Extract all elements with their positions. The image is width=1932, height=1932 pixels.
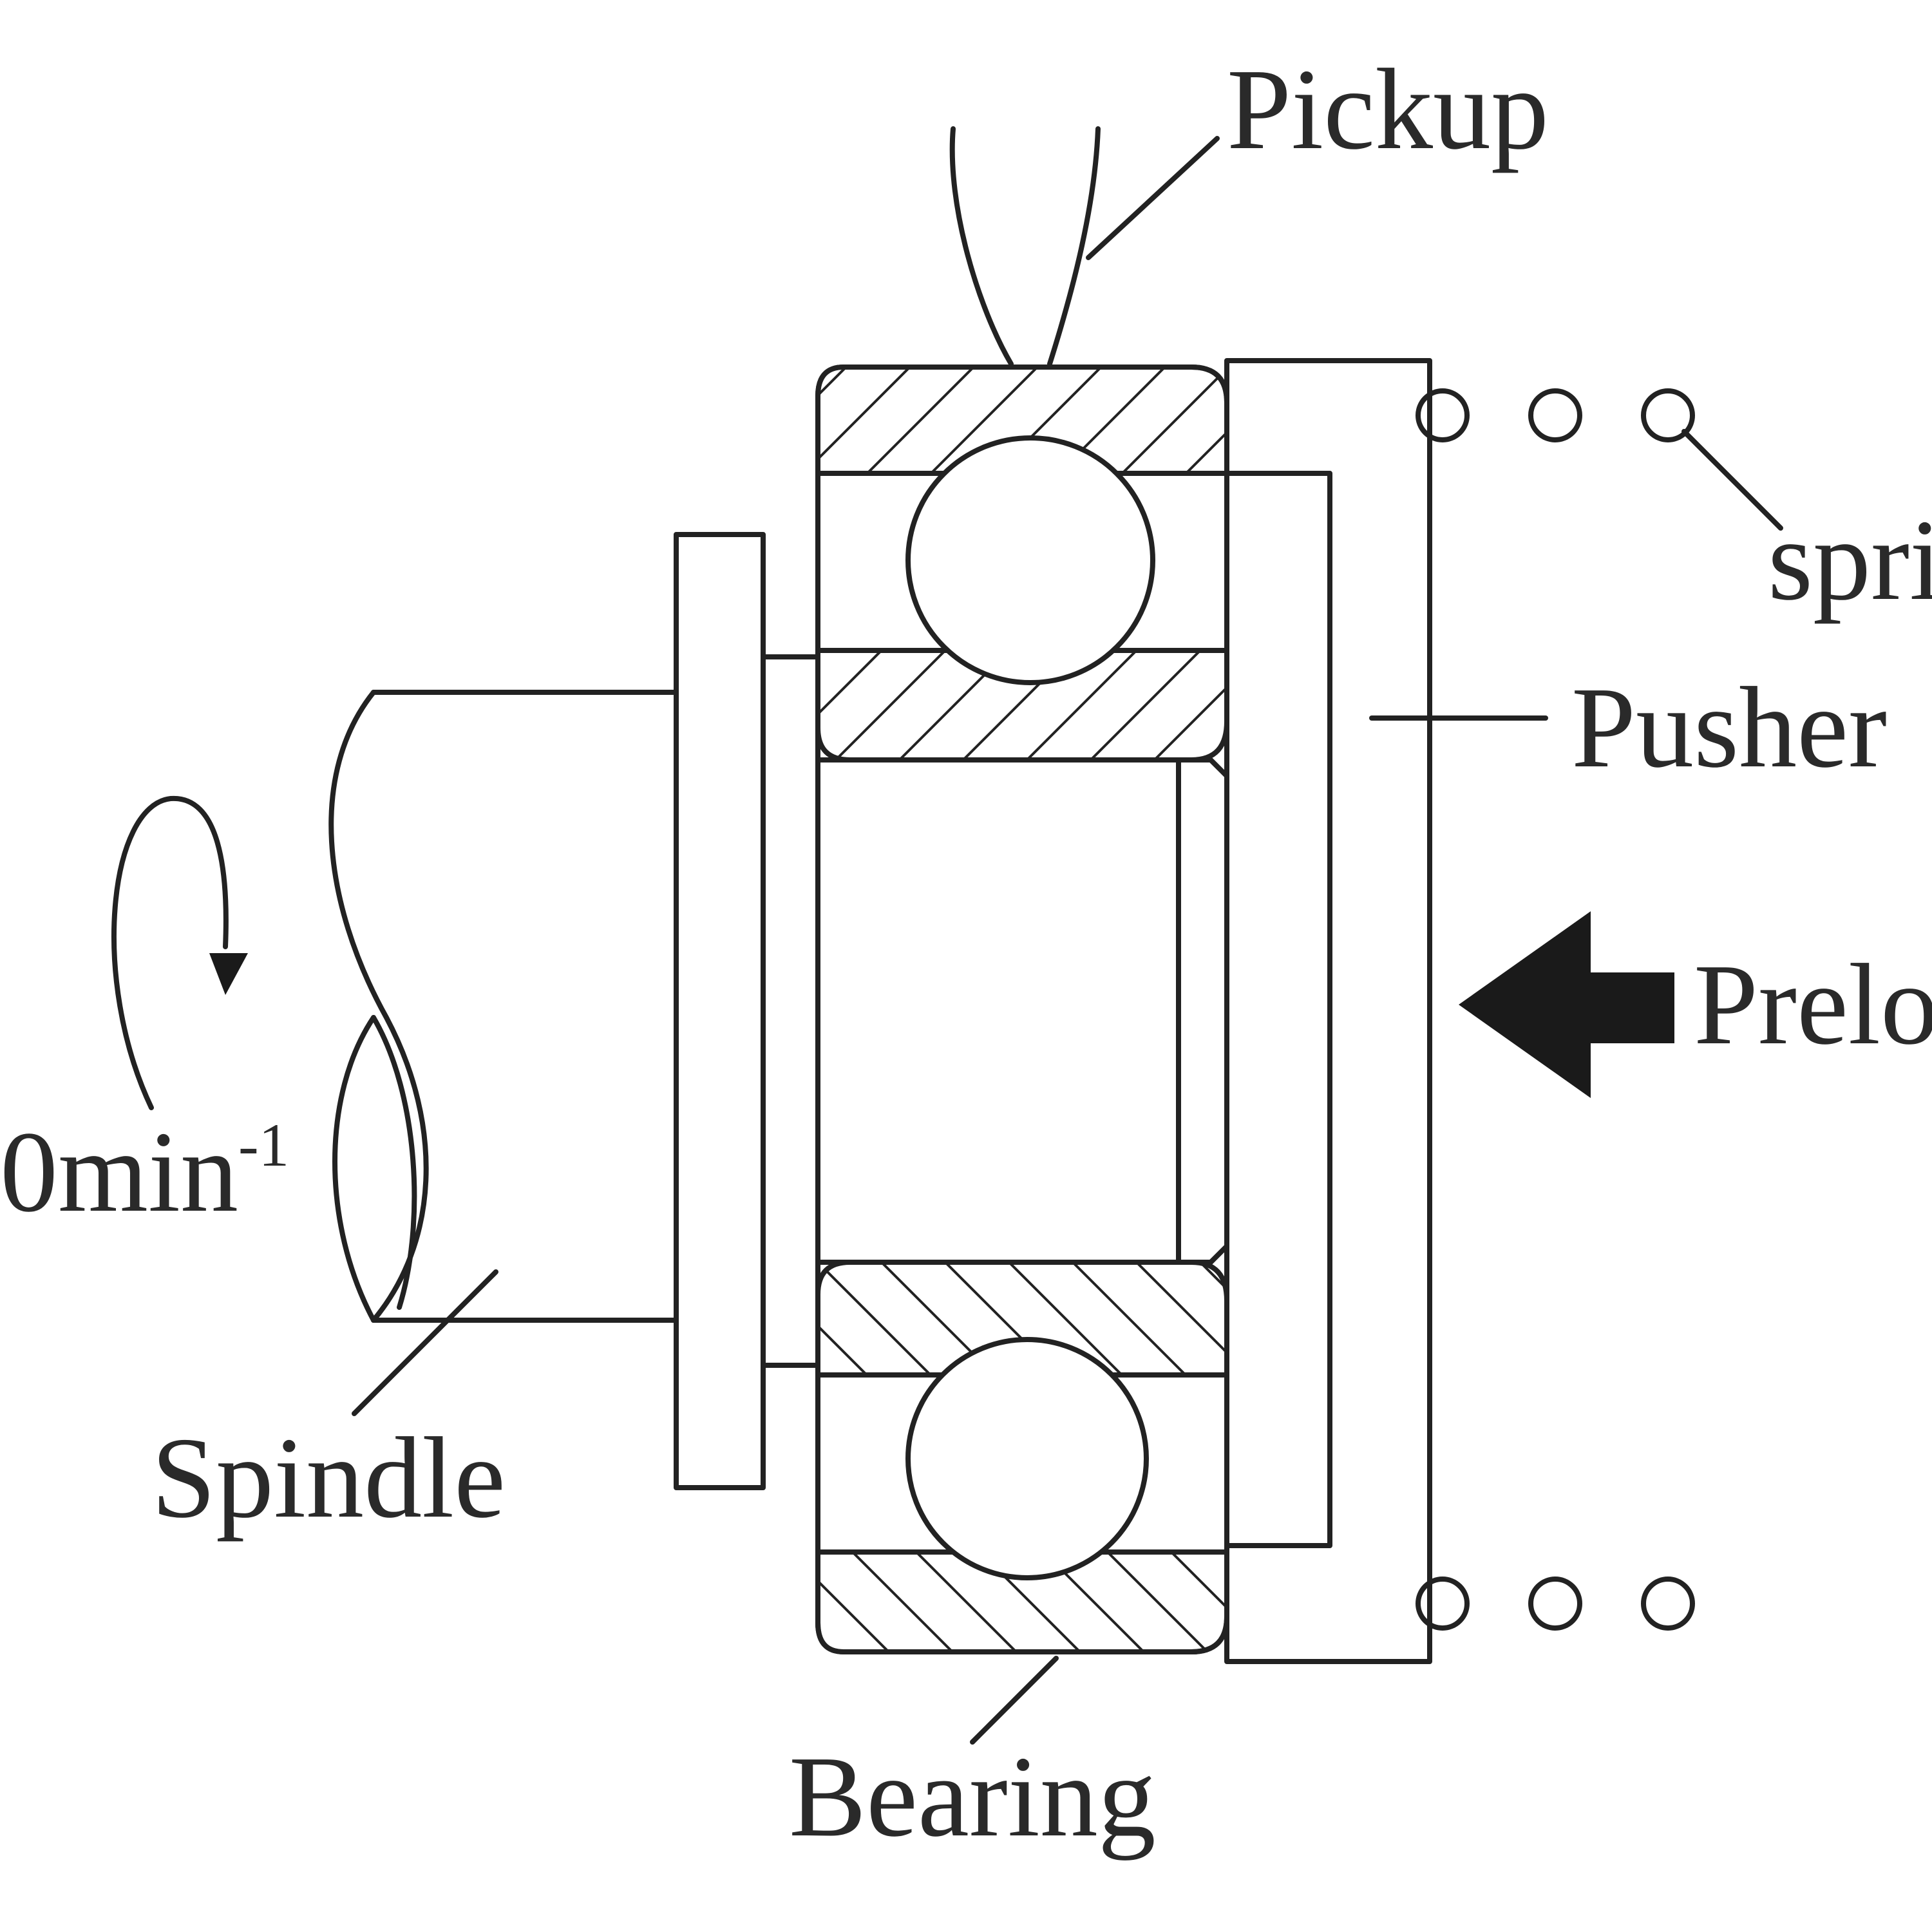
spring-coils bbox=[1416, 388, 1783, 1631]
spindle bbox=[328, 690, 679, 1323]
pusher-label: Pusher bbox=[1571, 663, 1887, 791]
ball-top bbox=[905, 435, 1155, 685]
rotation-arrow-icon bbox=[111, 795, 248, 1110]
spindle-flange bbox=[674, 532, 820, 1490]
bearing-bore bbox=[815, 757, 1181, 1265]
bearing-label: Bearing bbox=[789, 1732, 1156, 1861]
bearing bbox=[815, 365, 1242, 1654]
speed-value: 0min bbox=[0, 1108, 238, 1236]
pusher bbox=[1224, 358, 1548, 1664]
bearing-leader bbox=[970, 1656, 1059, 1745]
preload-label: Prelo bbox=[1694, 940, 1932, 1068]
speed-label: 0min-1 bbox=[0, 1108, 289, 1236]
spindle-leader bbox=[352, 1269, 498, 1416]
ball-bottom bbox=[905, 1337, 1149, 1580]
pickup-wires bbox=[949, 126, 1220, 366]
spindle-label: Spindle bbox=[151, 1414, 506, 1542]
spring-label: spri bbox=[1768, 496, 1932, 624]
pickup-label: Pickup bbox=[1227, 45, 1549, 173]
preload-arrow-icon bbox=[1459, 911, 1674, 1098]
speed-exponent: -1 bbox=[238, 1111, 289, 1179]
